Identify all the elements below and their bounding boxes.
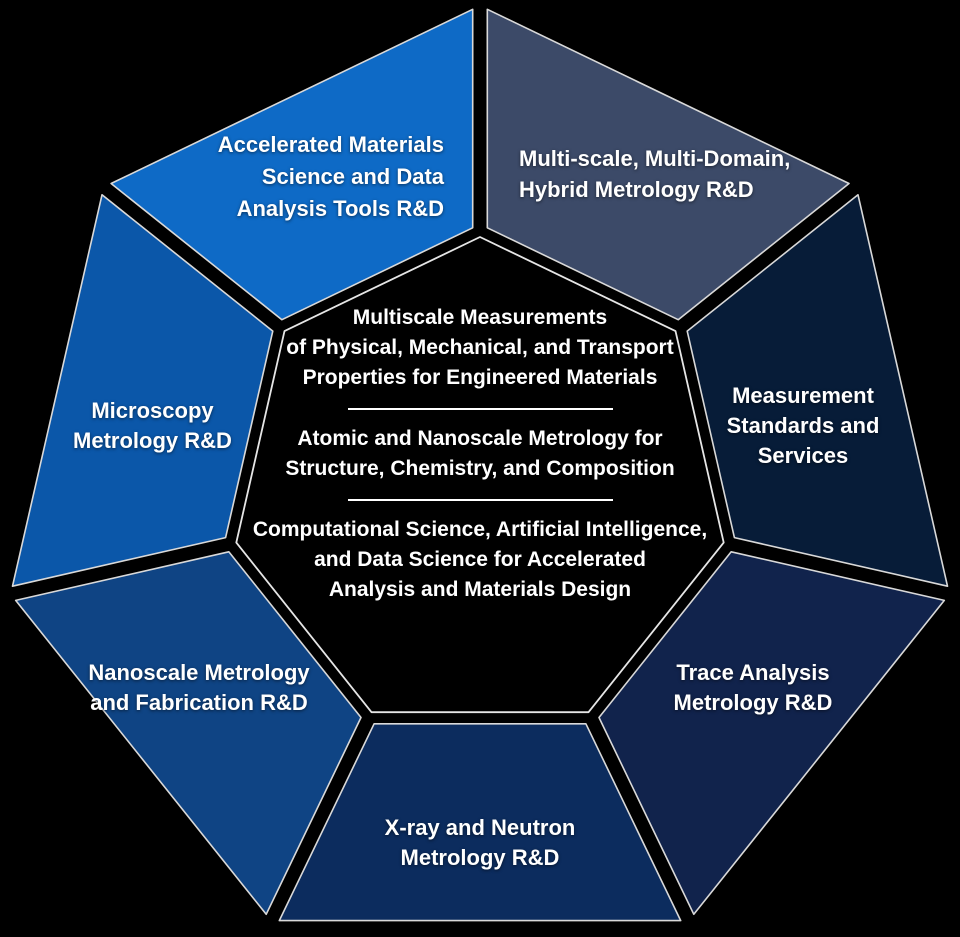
- segment-label-measurement-standards: Measurement Standards and Services: [726, 383, 880, 468]
- center-divider: [347, 499, 613, 501]
- segment-microscopy-metrology: [11, 194, 274, 588]
- segment-multiscale-multidomain: [486, 8, 850, 321]
- center-item-atomic-nanoscale: Atomic and Nanoscale Metrology for Struc…: [285, 427, 675, 480]
- center-item-multiscale-measurements: Multiscale Measurements of Physical, Mec…: [286, 306, 674, 389]
- segment-label-microscopy-metrology: Microscopy Metrology R&D: [73, 398, 232, 453]
- segment-label-xray-neutron: X-ray and Neutron Metrology R&D: [384, 815, 576, 870]
- segment-xray-neutron: [278, 722, 682, 922]
- center-heptagon: [235, 236, 725, 714]
- center-divider: [347, 408, 613, 410]
- center-item-computational-science: Computational Science, Artificial Intell…: [252, 518, 708, 601]
- segment-measurement-standards: [686, 194, 949, 588]
- segment-accelerated-materials: [110, 8, 474, 321]
- segment-label-multiscale-multidomain: Multi-scale, Multi-Domain, Hybrid Metrol…: [519, 146, 791, 202]
- segment-label-trace-analysis: Trace Analysis Metrology R&D: [673, 660, 833, 715]
- segment-label-accelerated-materials: Accelerated Materials Science and Data A…: [217, 132, 444, 221]
- segment-nanoscale-metrology: [14, 550, 362, 916]
- segment-trace-analysis: [598, 550, 946, 916]
- segment-label-nanoscale-metrology: Nanoscale Metrology and Fabrication R&D: [88, 660, 310, 715]
- center-text-block: Multiscale Measurements of Physical, Mec…: [215, 303, 745, 605]
